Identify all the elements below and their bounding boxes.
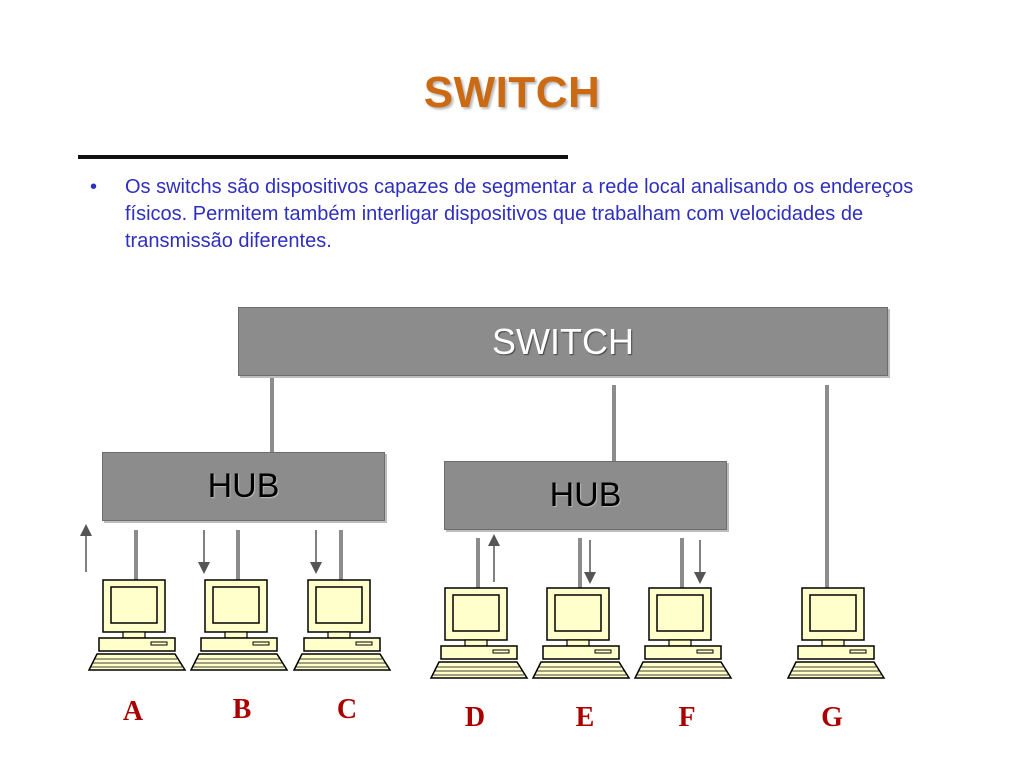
computer-a-icon [88, 579, 186, 671]
computer-label-e: E [575, 702, 595, 733]
hub-label-1: HUB [207, 467, 280, 505]
hub-box-2: HUB [444, 461, 727, 530]
hub-label-2: HUB [549, 476, 622, 514]
computer-label-f: F [678, 702, 696, 733]
computer-d-icon [430, 587, 528, 679]
switch-box: SWITCH [238, 307, 888, 376]
computer-label-g: G [821, 702, 843, 733]
bullet-text: Os switchs são dispositivos capazes de s… [125, 176, 914, 252]
bullet-marker: • [90, 176, 98, 198]
title-underline [78, 155, 568, 159]
computer-e-icon [532, 587, 630, 679]
slide-title: SWITCH [423, 68, 601, 117]
computer-label-d: D [464, 702, 486, 733]
computer-label-c: C [336, 694, 358, 725]
hub-box-1: HUB [102, 452, 385, 521]
computer-label-a: A [122, 696, 144, 727]
computer-label-b: B [232, 694, 252, 725]
switch-label: SWITCH [492, 320, 634, 362]
computer-f-icon [634, 587, 732, 679]
computer-b-icon [190, 579, 288, 671]
computer-g-icon [787, 587, 885, 679]
computer-c-icon [293, 579, 391, 671]
